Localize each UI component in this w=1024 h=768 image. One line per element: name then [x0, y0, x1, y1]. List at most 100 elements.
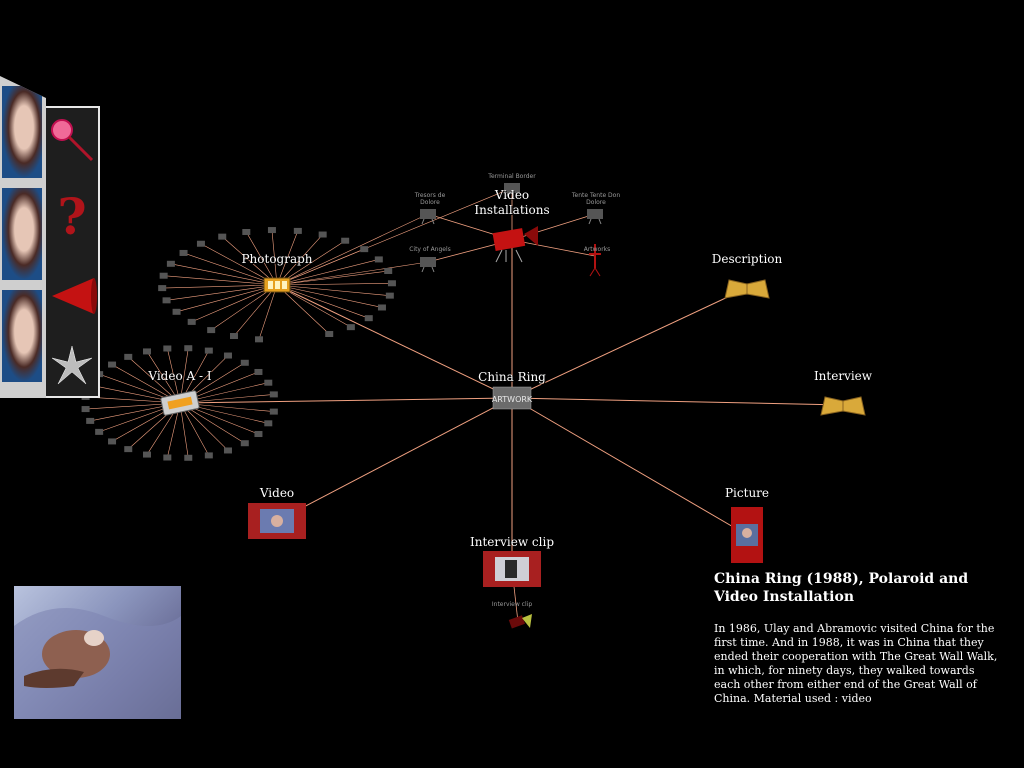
graph-edge: [276, 261, 429, 286]
graph-edge: [511, 397, 844, 406]
graph-edge: [166, 284, 278, 301]
graph-edge: [163, 275, 278, 286]
question-mark-icon: ?: [57, 187, 86, 246]
cluster-leaf-node: [267, 227, 276, 234]
installation-child-label[interactable]: Tresors de Dolore: [414, 192, 446, 206]
cluster-leaf-node: [254, 368, 263, 375]
cluster-leaf-node: [142, 451, 151, 458]
cluster-leaf-node: [229, 333, 238, 340]
reset-tool[interactable]: [46, 340, 98, 390]
graph-edge: [276, 282, 392, 286]
interview-clip-sub-label: Interview clip: [491, 601, 533, 608]
cluster-leaf-node: [108, 361, 117, 368]
cluster-leaf-node: [179, 249, 188, 256]
portrait-frame: [2, 188, 42, 280]
help-tool[interactable]: ?: [46, 186, 98, 246]
description-label[interactable]: Description: [711, 252, 783, 266]
video-label[interactable]: Video: [259, 486, 295, 500]
cluster-leaf-node: [377, 304, 386, 311]
graph-edge: [511, 287, 748, 399]
cluster-leaf-node: [159, 272, 168, 279]
video-node[interactable]: [248, 503, 306, 539]
graph-edge: [511, 397, 748, 536]
cluster-leaf-node: [95, 428, 104, 435]
cluster-leaf-node: [346, 324, 355, 331]
cluster-leaf-node: [184, 454, 193, 461]
interview-clip-camera-icon[interactable]: [508, 614, 532, 629]
back-tool[interactable]: [46, 268, 98, 324]
graph-edge: [276, 284, 330, 335]
svg-text:?: ?: [57, 187, 86, 246]
cluster-leaf-node: [142, 348, 151, 355]
graph-edge: [246, 231, 278, 286]
china-ring-node[interactable]: ARTWORK: [492, 386, 533, 410]
interview-clip-label[interactable]: Interview clip: [469, 535, 555, 549]
artwork-description: In 1986, Ulay and Abramovic visited Chin…: [714, 622, 998, 705]
interview-label[interactable]: Interview: [813, 369, 873, 383]
cluster-leaf-node: [172, 308, 181, 315]
picture-label[interactable]: Picture: [724, 486, 770, 500]
cluster-leaf-node: [269, 408, 278, 415]
magnifier-tool[interactable]: [46, 112, 98, 168]
cluster-leaf-node: [255, 336, 264, 343]
graph-edge: [276, 230, 299, 286]
video-a-i-label[interactable]: Video A - I: [148, 369, 212, 383]
video-installations-label[interactable]: Video Installations: [474, 188, 550, 217]
cluster-leaf-node: [269, 391, 278, 398]
cluster-leaf-node: [242, 228, 251, 235]
graph-edge: [146, 351, 181, 404]
cluster-leaf-node: [184, 345, 193, 352]
installation-child-label[interactable]: City of Angels: [409, 246, 451, 253]
description-book-icon[interactable]: [724, 279, 770, 299]
graph-edge: [276, 284, 513, 399]
graph-edge: [179, 402, 210, 456]
interview-book-icon[interactable]: [820, 396, 866, 416]
cluster-leaf-node: [162, 297, 171, 304]
graph-edge: [276, 284, 390, 296]
cluster-leaf-node: [207, 327, 216, 334]
cluster-leaf-node: [166, 260, 175, 267]
graph-edge: [176, 284, 278, 313]
video-a-i-node[interactable]: [160, 390, 200, 416]
cluster-leaf-node: [196, 240, 205, 247]
cluster-leaf-node: [341, 237, 350, 244]
cluster-leaf-node: [360, 246, 369, 253]
interview-clip-node[interactable]: [483, 551, 541, 587]
graph-edge: [222, 236, 278, 286]
graph-edge: [233, 284, 278, 337]
video-preview[interactable]: [14, 586, 181, 719]
cluster-leaf-node: [385, 292, 394, 299]
graph-edge: [162, 284, 278, 289]
cluster-leaf-node: [187, 318, 196, 325]
cluster-leaf-node: [158, 285, 167, 292]
installation-child-label[interactable]: Terminal Border: [488, 173, 536, 180]
installation-child-label[interactable]: Artworks: [583, 246, 611, 253]
cluster-leaf-node: [364, 315, 373, 322]
cluster-leaf-node: [240, 440, 249, 447]
cluster-leaf-node: [204, 347, 213, 354]
cluster-leaf-node: [124, 353, 133, 360]
installation-child-icons[interactable]: [420, 183, 603, 277]
cluster-leaf-node: [223, 447, 232, 454]
graph-edge: [276, 259, 379, 286]
cluster-leaf-node: [318, 231, 327, 238]
graph-edge: [191, 284, 278, 323]
back-cone-icon: [52, 278, 97, 314]
cluster-leaf-node: [124, 446, 133, 453]
graph-edge: [170, 263, 278, 286]
photograph-label[interactable]: Photograph: [241, 252, 313, 266]
graph-edge: [276, 284, 369, 319]
graph-edge: [511, 213, 596, 241]
artwork-title: China Ring (1988), Polaroid and Video In…: [714, 571, 969, 605]
left-navigation-panel: ?: [0, 76, 100, 398]
cluster-leaf-node: [218, 233, 227, 240]
installation-child-label[interactable]: Tente Tente Don Dolore: [571, 192, 621, 206]
cluster-leaf-node: [387, 280, 396, 287]
video-installations-node[interactable]: [492, 226, 538, 263]
cluster-leaf-node: [204, 452, 213, 459]
photograph-node[interactable]: [263, 277, 291, 293]
cluster-leaf-node: [163, 345, 172, 352]
graph-edge: [276, 270, 389, 286]
china-ring-label[interactable]: China Ring: [478, 370, 546, 384]
picture-node[interactable]: [731, 507, 763, 563]
